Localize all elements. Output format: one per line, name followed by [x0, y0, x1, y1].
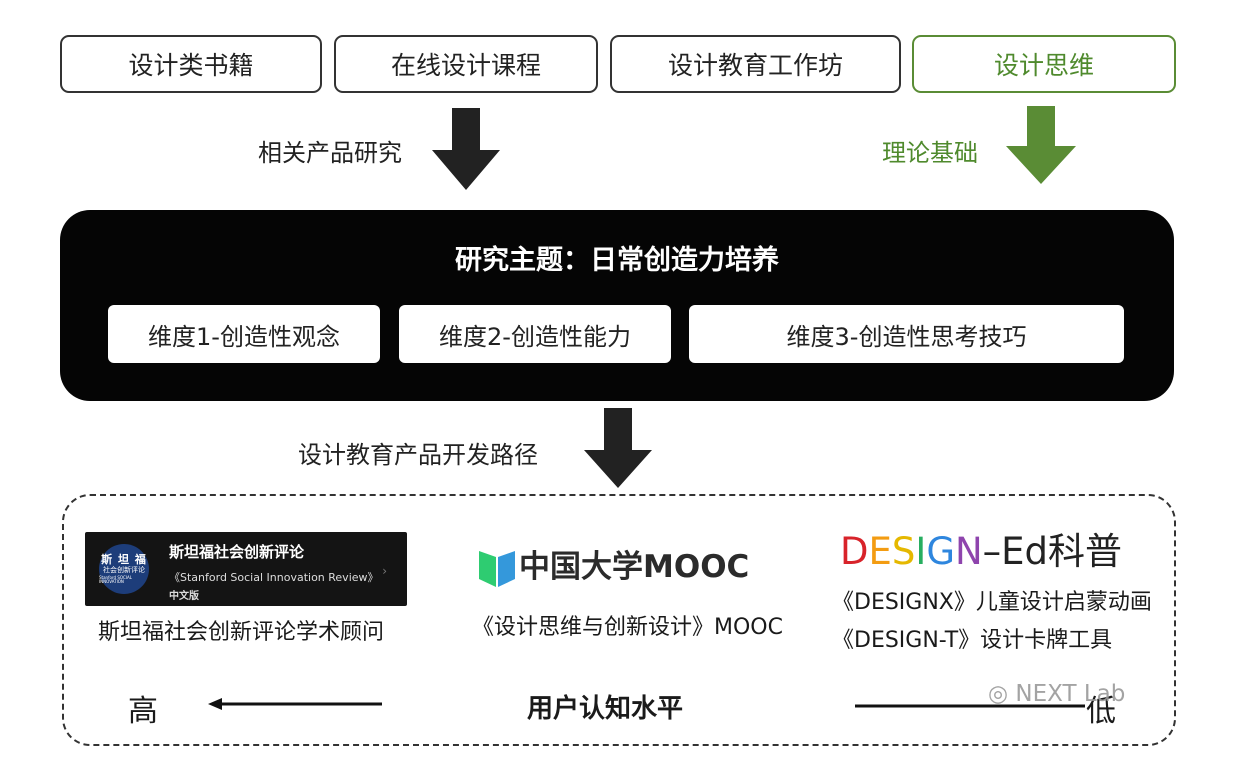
axis-line	[855, 704, 1085, 708]
design-letter-e: E	[868, 530, 892, 573]
mooc-logo-text: 中国大学MOOC	[519, 549, 750, 585]
products-container	[62, 494, 1176, 746]
watermark: ◎ NEXT Lab	[988, 681, 1125, 707]
design-letter-n: N	[954, 530, 983, 573]
research-title: 研究主题：日常创造力培养	[455, 245, 779, 276]
cognition-high: 高	[128, 694, 158, 729]
left-arrow-icon	[208, 698, 382, 710]
ssir-logo-title: 斯坦福社会创新评论	[169, 543, 305, 561]
ssir-seal-main: 斯 坦 福	[101, 553, 147, 566]
label-dev-path: 设计教育产品开发路径	[298, 441, 538, 469]
ssir-seal-en: Stanford SOCIAL INNOVATION	[99, 575, 132, 584]
box-online-courses: 在线设计课程	[334, 35, 598, 93]
mooc-logo: 中国大学MOOC	[479, 545, 774, 589]
design-letter-s: S	[891, 530, 916, 573]
watermark-text: NEXT Lab	[1015, 681, 1126, 707]
label-related-research: 相关产品研究	[258, 139, 402, 167]
ssir-logo-subtitle: 《Stanford Social Innovation Review》	[169, 571, 379, 584]
ssir-logo: 斯 坦 福 社会创新评论 Stanford SOCIAL INNOVATION …	[85, 532, 407, 606]
design-ed-logo: DESIGN–Ed科普	[840, 530, 1122, 574]
cognition-label: 用户认知水平	[527, 694, 684, 724]
mooc-caption: 《设计思维与创新设计》MOOC	[472, 615, 783, 640]
design-letter-i: I	[915, 530, 927, 573]
down-arrow-icon	[584, 408, 652, 488]
ssir-caption: 斯坦福社会创新评论学术顾问	[98, 620, 385, 645]
design-letter-d: D	[840, 530, 869, 573]
design-ed-line2: 《DESIGN-T》设计卡牌工具	[832, 628, 1113, 653]
ssir-seal-sub: 社会创新评论	[103, 566, 145, 574]
box-design-books: 设计类书籍	[60, 35, 322, 93]
mooc-book-icon	[479, 551, 515, 587]
label-theory-basis: 理论基础	[882, 139, 978, 167]
research-panel: 研究主题：日常创造力培养 维度1-创造性观念 维度2-创造性能力 维度3-创造性…	[60, 210, 1174, 401]
ssir-seal: 斯 坦 福 社会创新评论 Stanford SOCIAL INNOVATION	[99, 544, 149, 594]
design-ed-line1: 《DESIGNX》儿童设计启蒙动画	[832, 590, 1152, 615]
cognition-low: 低	[1086, 694, 1116, 729]
chevron-right-icon: ›	[382, 564, 387, 578]
dimension-2: 维度2-创造性能力	[399, 305, 671, 363]
box-design-thinking: 设计思维	[912, 35, 1176, 93]
box-workshops: 设计教育工作坊	[610, 35, 901, 93]
down-arrow-icon	[432, 108, 500, 190]
ssir-logo-edition: 中文版	[169, 591, 199, 602]
design-letter-g: G	[926, 530, 955, 573]
wechat-icon: ◎	[988, 681, 1016, 707]
dimension-1: 维度1-创造性观念	[108, 305, 380, 363]
dimension-3: 维度3-创造性思考技巧	[689, 305, 1124, 363]
green-down-arrow-icon	[1006, 106, 1076, 184]
design-logo-rest: –Ed科普	[982, 530, 1123, 573]
